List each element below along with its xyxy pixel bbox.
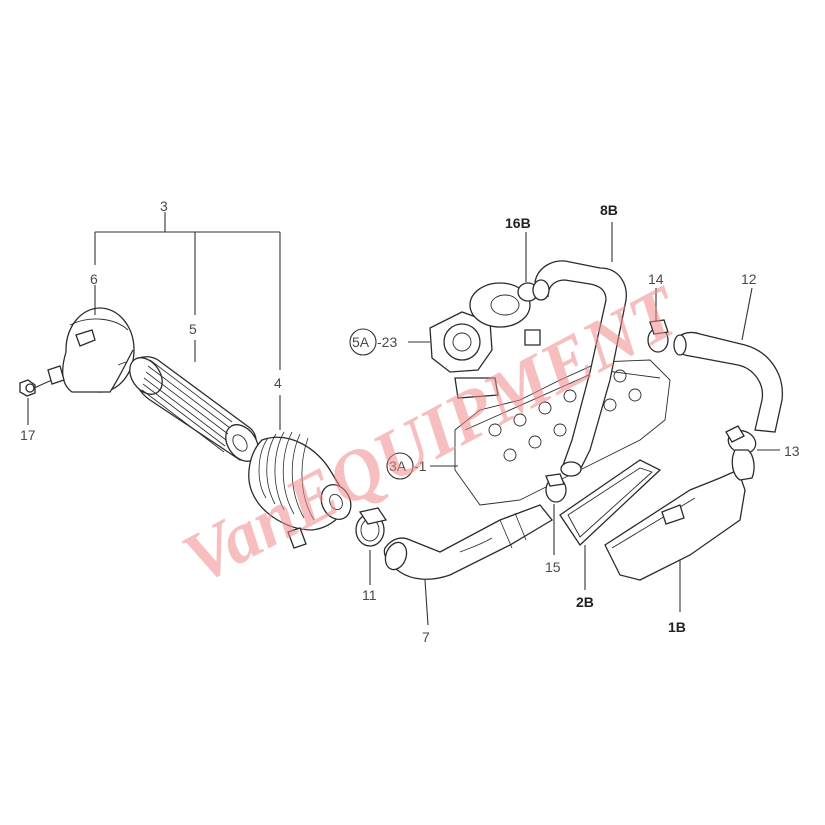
label-16b: 16B [505,215,531,231]
filter-pleats [141,359,233,453]
part-1b-intake-manifold [604,449,755,612]
label-5a-suffix: -23 [377,334,397,350]
part-11-hose-clamp [355,507,388,585]
label-8b: 8B [600,202,618,218]
part-23-turbocharger [429,282,541,399]
label-11: 11 [362,587,377,603]
callout-labels: 3 6 5 4 17 11 7 16B 8B 14 12 5A -23 3A -… [20,198,800,645]
label-14: 14 [648,271,664,287]
part-6-cover-cap [47,307,135,393]
label-1b: 1B [668,619,686,635]
part-12-right-hose [673,287,783,433]
engine-bolt-holes [488,369,642,462]
housing-ribs [258,431,315,521]
label-2b: 2B [576,594,594,610]
label-13: 13 [784,443,800,459]
part-14-clamp [647,288,669,353]
part-5-filter-element [129,356,259,462]
label-12: 12 [741,271,757,287]
label-15: 15 [545,559,561,575]
air-cleaner-assembly [19,212,352,549]
label-3: 3 [160,198,168,214]
part-7-intake-hose [383,504,553,626]
leader-lines-3 [27,212,281,430]
label-17: 17 [20,427,36,443]
part-8b-upper-hose [532,222,627,477]
label-6: 6 [90,271,98,287]
label-5: 5 [189,321,197,337]
label-3a-circle: 3A [389,458,407,474]
callout-3a-1: 3A -1 [386,452,427,480]
callout-5a-23: 5A -23 [349,328,397,356]
part-17-wing-nut [19,379,53,397]
part-4-housing-body [248,431,352,549]
label-5a-circle: 5A [352,334,370,350]
label-4: 4 [274,375,282,391]
part-2b-gasket [559,459,662,590]
part-15-clamp [545,473,567,555]
label-7: 7 [422,629,430,645]
label-3a-suffix: -1 [414,458,427,474]
